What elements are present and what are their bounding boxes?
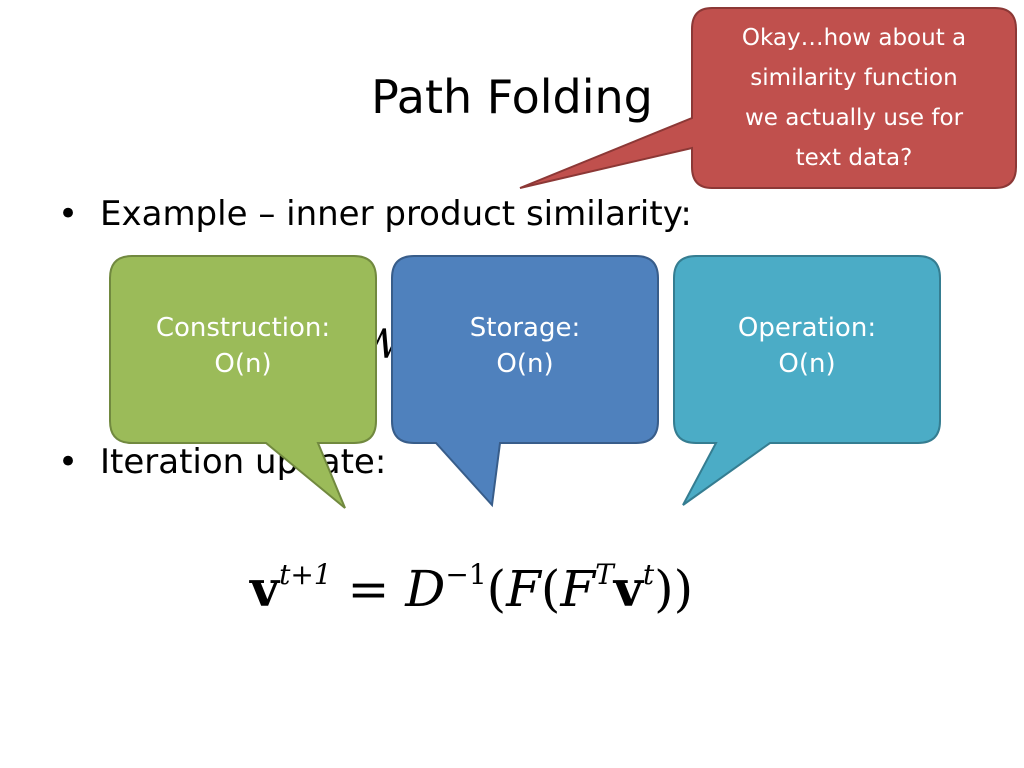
callout-top-line1: Okay…how about a <box>741 25 967 51</box>
callout-storage-shape <box>391 255 659 508</box>
storage-label: Storage: <box>469 313 581 343</box>
formula-equals: = <box>331 560 406 618</box>
bullet-dot: • <box>58 194 79 234</box>
formula-F2: F <box>560 560 596 618</box>
construction-value: O(n) <box>214 349 272 379</box>
formula-D: D <box>405 560 446 618</box>
callout-operation-shape <box>673 255 941 506</box>
formula-open-paren-2: ( <box>540 560 561 618</box>
storage-value: O(n) <box>496 349 554 379</box>
callout-construction: Construction: O(n) <box>110 310 376 382</box>
callout-top-line2: similarity function <box>750 65 958 91</box>
formula-close-parens: )) <box>654 560 694 618</box>
bullet-text: Example – inner product similarity: <box>100 194 692 234</box>
callout-storage: Storage: O(n) <box>392 310 658 382</box>
bullet-dot: • <box>58 442 79 482</box>
callout-operation: Operation: O(n) <box>674 310 940 382</box>
callout-construction-shape <box>109 255 377 509</box>
callout-top-line3: we actually use for <box>744 105 964 131</box>
formula-transpose: T <box>595 558 614 591</box>
iteration-formula: vt+1 = D−1(F(FTvt)) <box>250 540 693 624</box>
construction-label: Construction: <box>155 313 331 343</box>
formula-v2: v <box>613 559 643 618</box>
callout-top: Okay…how about a similarity function we … <box>692 18 1016 178</box>
bullet-iteration-update: • Iteration update: <box>58 440 386 484</box>
formula-v: v <box>250 559 280 618</box>
formula-t: t <box>642 558 655 591</box>
formula-t-plus-1: t+1 <box>279 558 332 591</box>
operation-label: Operation: <box>737 313 877 343</box>
formula-inverse: −1 <box>445 558 487 591</box>
formula-open-paren-1: ( <box>486 560 507 618</box>
bullet-text: Iteration update: <box>100 442 387 482</box>
callout-top-shape <box>519 7 1017 189</box>
slide-title: Path Folding <box>371 70 653 124</box>
callout-top-line4: text data? <box>795 145 913 171</box>
formula-F1: F <box>506 560 541 618</box>
operation-value: O(n) <box>778 349 836 379</box>
bullet-inner-product: • Example – inner product similarity: <box>58 192 692 236</box>
